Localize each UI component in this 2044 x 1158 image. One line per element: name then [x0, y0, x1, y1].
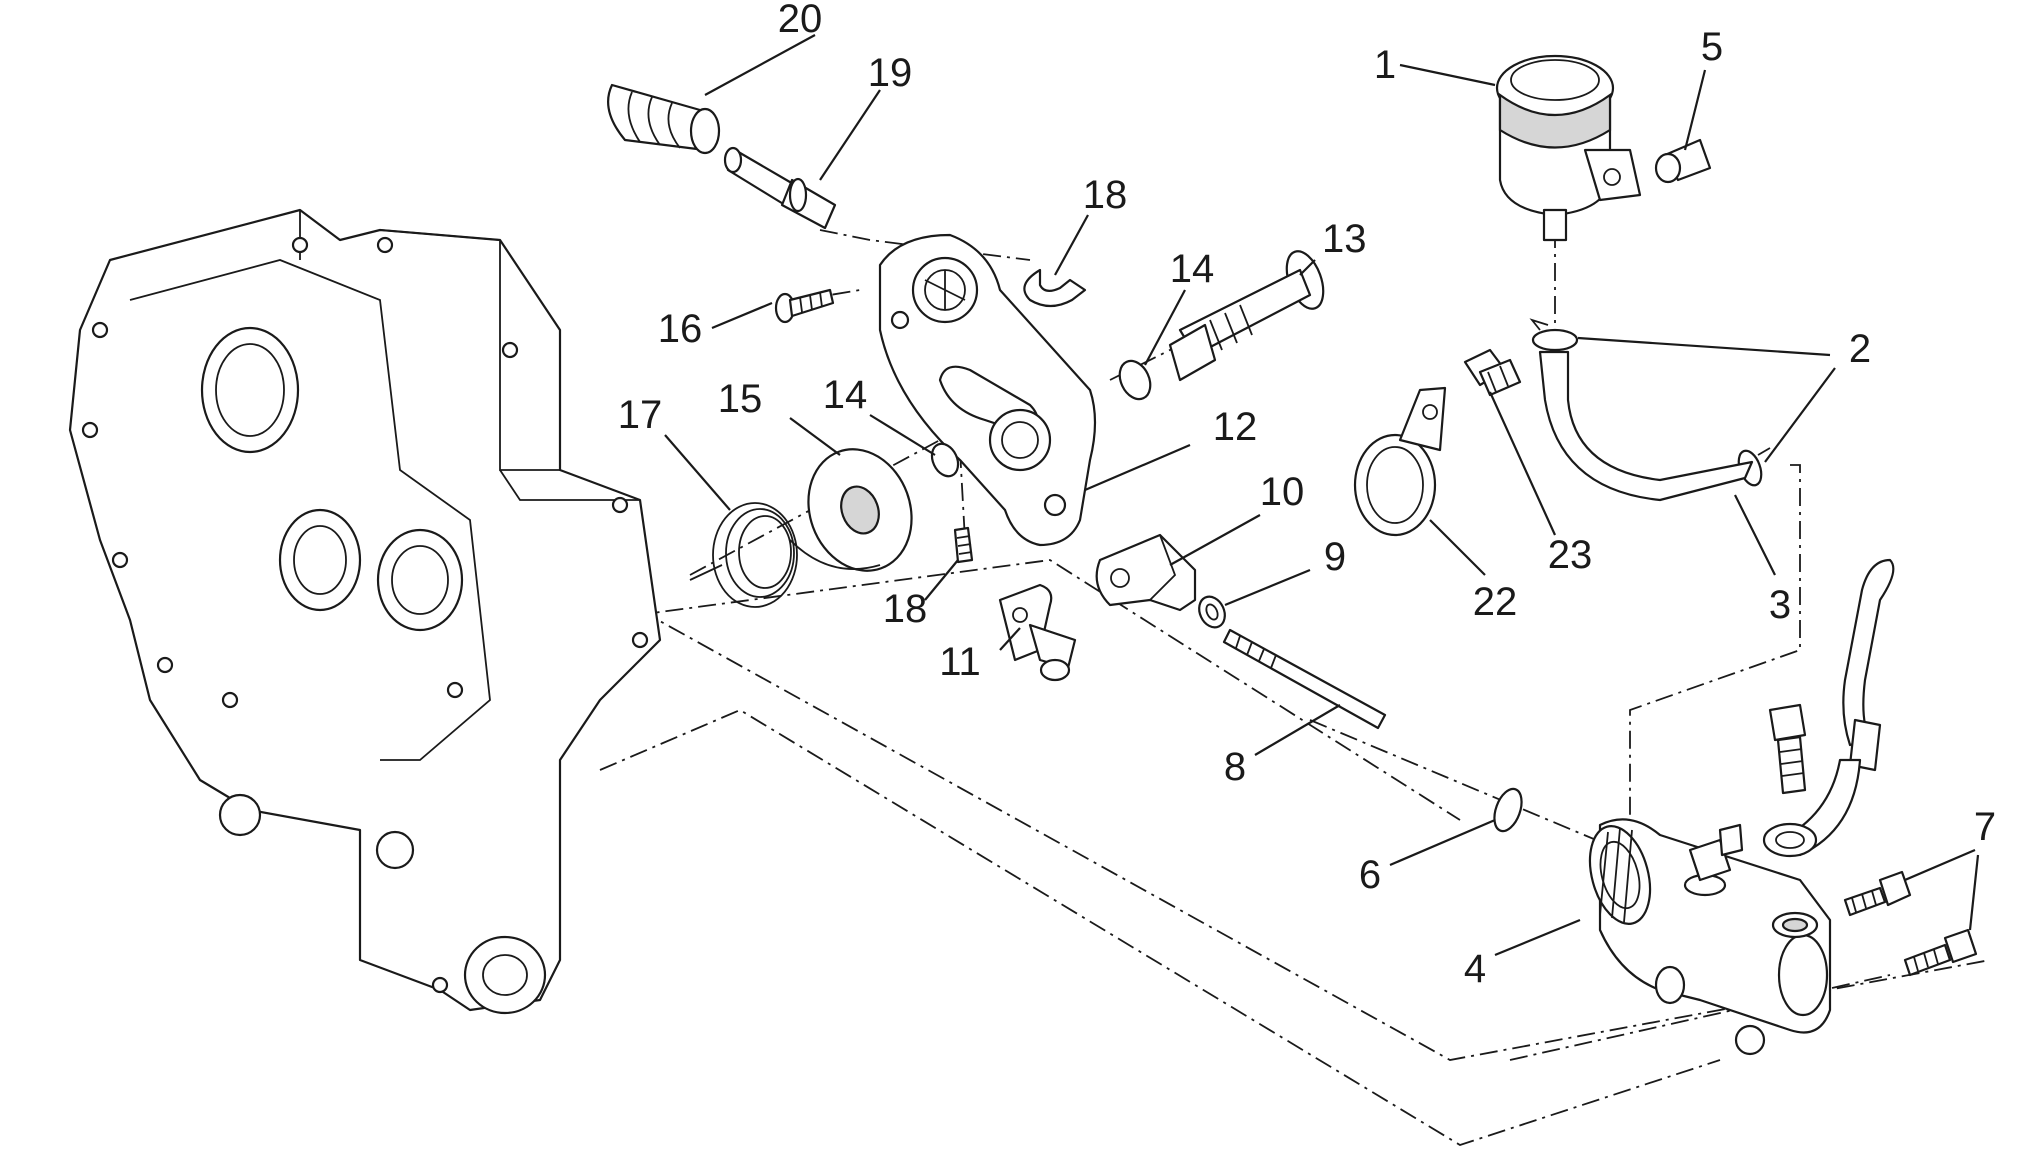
label-8: 8 [1224, 745, 1246, 789]
label-17: 16 [658, 307, 703, 351]
label-4: 4 [1464, 947, 1486, 991]
leader-2a [1577, 336, 1831, 357]
callout-labels: 20 19 18 14 13 16 14 15 17 12 18 11 10 9… [618, 0, 1996, 991]
label-11: 11 [939, 640, 981, 684]
leader-14a [1144, 289, 1186, 366]
leader-13 [1299, 259, 1316, 276]
label-14-upper: 14 [1170, 247, 1215, 291]
part-8-push-rod [1222, 628, 1387, 730]
leader-10 [1169, 514, 1261, 566]
axis-line-lower [599, 708, 1721, 1146]
part-18-grub-screw [953, 526, 974, 564]
leader-7b [1968, 854, 1980, 931]
part-11-pin [998, 583, 1077, 682]
label-5: 5 [1701, 25, 1723, 69]
label-22: 22 [1473, 580, 1518, 624]
part-5-spacer [1654, 138, 1712, 184]
leader-16 [664, 434, 731, 511]
label-16: 17 [618, 393, 663, 437]
label-12: 12 [1213, 405, 1258, 449]
leader-18 [924, 559, 959, 601]
leader-5 [1683, 69, 1707, 151]
leader-11 [999, 627, 1021, 651]
leader-9 [1224, 568, 1311, 607]
leader-lines [664, 34, 1980, 957]
label-21: 20 [778, 0, 823, 41]
leader-6 [1389, 818, 1496, 867]
axis-line-16-to-4 [599, 559, 1461, 821]
part-17-screw [774, 288, 835, 324]
label-13: 13 [1322, 217, 1367, 261]
axis-line-hose [1629, 464, 1801, 880]
axis-line-pushrod [1309, 719, 1621, 851]
part-12-lever-plate [878, 233, 1097, 547]
label-2: 2 [1849, 327, 1871, 371]
label-14-lower: 14 [823, 373, 868, 417]
part-14-o-ring-upper [1118, 359, 1152, 401]
label-6: 6 [1359, 853, 1381, 897]
leader-7a [1904, 848, 1976, 882]
part-13-shaft [1168, 250, 1325, 382]
leader-1 [1399, 63, 1496, 87]
part-9-nut [1198, 595, 1226, 629]
leader-4 [1494, 918, 1581, 957]
leader-19 [1054, 214, 1089, 276]
leader-3 [1734, 494, 1776, 576]
leader-17 [711, 301, 773, 330]
leader-8 [1254, 704, 1341, 756]
part-14-o-ring-lower [930, 442, 960, 478]
label-23: 23 [1548, 533, 1593, 577]
label-20: 19 [868, 51, 913, 95]
part-1-reservoir [1495, 54, 1642, 242]
part-15-washer [807, 448, 913, 572]
leader-14b [869, 414, 936, 456]
label-10: 10 [1260, 470, 1305, 514]
label-9: 9 [1324, 535, 1346, 579]
part-3-hose [1538, 350, 1754, 502]
label-15: 15 [718, 377, 763, 421]
part-21-boot [607, 83, 721, 155]
part-22-bracket [1353, 386, 1447, 537]
label-18: 18 [883, 587, 928, 631]
part-20-pivot-pin [723, 146, 837, 230]
label-1: 1 [1374, 43, 1396, 87]
leader-20 [819, 89, 881, 181]
part-7-bolt-lower [1903, 928, 1978, 977]
part-4-slave-cylinder [1588, 818, 1832, 1056]
axis-line-screw-18 [959, 449, 966, 541]
part-19-circlip [1023, 268, 1087, 308]
leader-22 [1429, 519, 1486, 576]
crankcase-cover [68, 208, 662, 1015]
leader-15 [789, 417, 841, 456]
part-16-spring [689, 502, 881, 608]
part-2-hose-clip-top [1529, 318, 1579, 352]
part-10-clevis [1095, 533, 1197, 612]
leader-12 [1084, 443, 1191, 492]
part-6-circlip [1493, 787, 1523, 833]
part-7-bolt-upper [1843, 870, 1912, 917]
brake-banjo-bolt [1768, 703, 1807, 795]
leader-2b [1764, 367, 1836, 463]
label-3: 3 [1769, 583, 1791, 627]
leader-23 [1488, 391, 1557, 536]
label-7: 7 [1974, 805, 1996, 849]
label-19: 18 [1083, 173, 1128, 217]
part-23-bolt [1463, 348, 1522, 397]
leader-21 [704, 34, 816, 96]
